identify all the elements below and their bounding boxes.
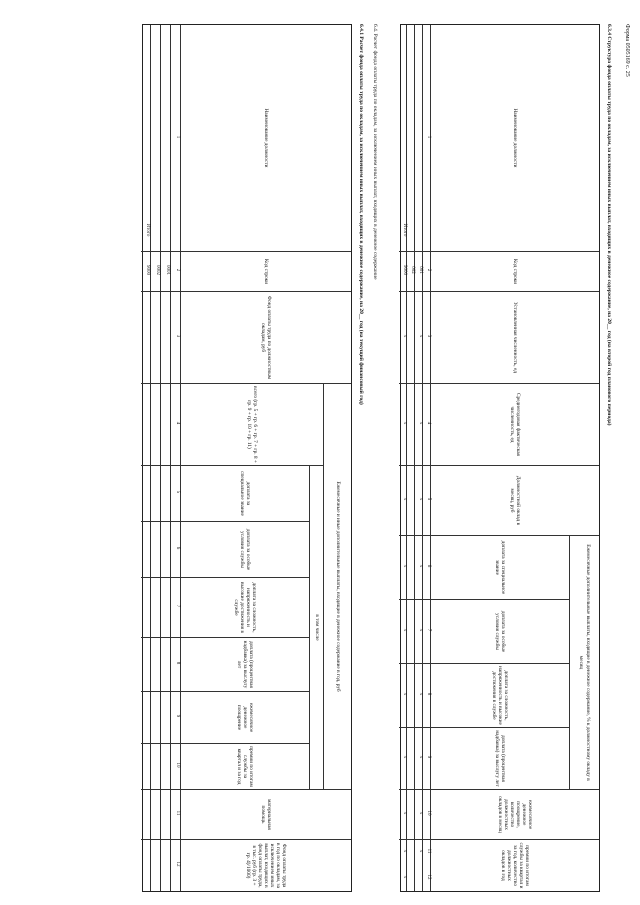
t1-header-group: Ежемесячные дополнительные выплаты, вход…: [569, 535, 599, 789]
t1-row-code: 001: [418, 266, 423, 274]
t1-x-mark: x: [402, 564, 407, 568]
t1-x-mark: x: [402, 811, 407, 815]
t1-header-c6: доплата за специальное звание: [431, 535, 569, 599]
t1-row-code: 9000: [402, 265, 407, 275]
t1-x-mark: x: [402, 628, 407, 632]
t1-total-label: Итого: [402, 223, 407, 237]
t1-x-mark: x: [402, 692, 407, 696]
t2-header-c9: ежемесячное денежное поощрение: [181, 691, 309, 743]
t2-header-code: Код строки: [181, 251, 351, 291]
t1-col-number: 6: [426, 564, 431, 568]
t1-header-c8: доплата за сложность, напряженность и вы…: [431, 663, 569, 727]
t2-header-c8: доплата (процентная надбавка) за выслугу…: [181, 637, 309, 691]
t2-col-number: 1: [175, 135, 180, 139]
t2-col-number: 3: [175, 334, 180, 338]
t1-col-number: 12: [426, 874, 431, 880]
t1-x-mark: x: [402, 334, 407, 338]
t2-col-number: 2: [175, 268, 180, 272]
t1-x-mark: x: [418, 692, 423, 696]
t1-header-code: Код строки: [431, 251, 599, 291]
t1-col-number: 4: [426, 421, 431, 425]
t1-x-mark: x: [402, 497, 407, 501]
t1-col-number: 3: [426, 334, 431, 338]
t2-header-c10: премии по итогам службы за квартал и за …: [181, 743, 309, 789]
t2-row-code: 0002: [155, 265, 160, 275]
t1-x-mark: x: [402, 421, 407, 425]
t1-x-mark: x: [402, 875, 407, 879]
t2-header-name: Наименование должности: [263, 108, 270, 168]
t1-x-mark: x: [418, 849, 423, 853]
t1-x-mark: x: [418, 628, 423, 632]
t2-col-number: 11: [175, 810, 180, 816]
t1-header-c9: доплата (процентная надбавка) за выслугу…: [431, 727, 569, 789]
t1-row-code: 002: [410, 266, 415, 274]
section-title-6-4-1: 6.4.1 Расчет фонда оплаты труда по оклад…: [358, 24, 364, 405]
t1-header-c11: премии по итогам службы за квартал и за …: [431, 839, 599, 891]
t2-header-c11: материальная помощь: [181, 789, 351, 839]
t1-x-mark: x: [418, 564, 423, 568]
t1-col-number: 2: [426, 268, 431, 272]
t2-header-group: Ежемесячные и иные дополнительные выплат…: [323, 383, 351, 789]
t1-x-mark: x: [418, 421, 423, 425]
t1-col-number: 9: [426, 755, 431, 759]
t1-x-mark: x: [418, 334, 423, 338]
section-title-6-3-4: 6.3.4 Структура фонда оплаты труда по ок…: [606, 24, 612, 426]
table-fund-calculation: Наименование должности Код строки Фонд о…: [141, 24, 352, 892]
t2-header-c5: доплата за специальное звание: [181, 465, 309, 521]
t2-col-number: 5: [175, 490, 180, 494]
t1-col-number: 1: [426, 135, 431, 139]
t2-total-label: Итого: [145, 223, 150, 237]
t1-x-mark: x: [418, 811, 423, 815]
t2-header-inwhich: в том числе: [309, 465, 323, 789]
t2-row-code: 9000: [145, 265, 150, 275]
t1-x-mark: x: [418, 497, 423, 501]
t2-col-number: 8: [175, 661, 180, 665]
t2-col-number: 10: [175, 762, 180, 768]
t2-col-number: 9: [175, 714, 180, 718]
t1-header-c7: доплата за особые условия службы: [431, 599, 569, 663]
t1-x-mark: x: [402, 849, 407, 853]
t1-header-salary: Должностной оклад в месяц, руб: [431, 465, 599, 535]
t2-header-fund: Фонд оплаты труда по должностным окладам…: [181, 291, 351, 383]
t1-header-c10: ежемесячное денежное поощрение, количест…: [431, 789, 599, 839]
t1-x-mark: x: [418, 755, 423, 759]
t1-col-number: 10: [426, 810, 431, 816]
t2-header-c12: Фонд оплаты труда в год по окладам, за и…: [181, 839, 351, 891]
t1-header-avg-count: Среднегодовая фактическая численность, е…: [431, 383, 599, 465]
t2-row-code: 0001: [165, 265, 170, 275]
t2-col-number: 12: [175, 861, 180, 867]
t1-col-number: 8: [426, 692, 431, 696]
section-title-6-4: 6.4. Расчет фонда оплаты труда по оклада…: [372, 24, 378, 280]
t2-col-number: 7: [175, 604, 180, 608]
t1-header-name: Наименование должности: [512, 108, 519, 168]
form-code: Форма 0505169 с. 25: [624, 24, 630, 77]
t1-col-number: 11: [426, 848, 431, 854]
t1-x-mark: x: [402, 755, 407, 759]
t1-col-number: 7: [426, 628, 431, 632]
t2-col-number: 6: [175, 546, 180, 550]
t1-col-number: 5: [426, 497, 431, 501]
t2-header-c6: доплата за особые условия службы: [181, 521, 309, 577]
t2-header-c7: доплата за сложность, напряженность и вы…: [181, 577, 309, 637]
t1-header-est-count: Установленная численность, ед: [431, 291, 599, 383]
t2-header-total: всего (гр. 5 + гр. 6 + гр. 7 + гр. 8 + г…: [181, 383, 323, 465]
t2-col-number: 4: [175, 421, 180, 425]
